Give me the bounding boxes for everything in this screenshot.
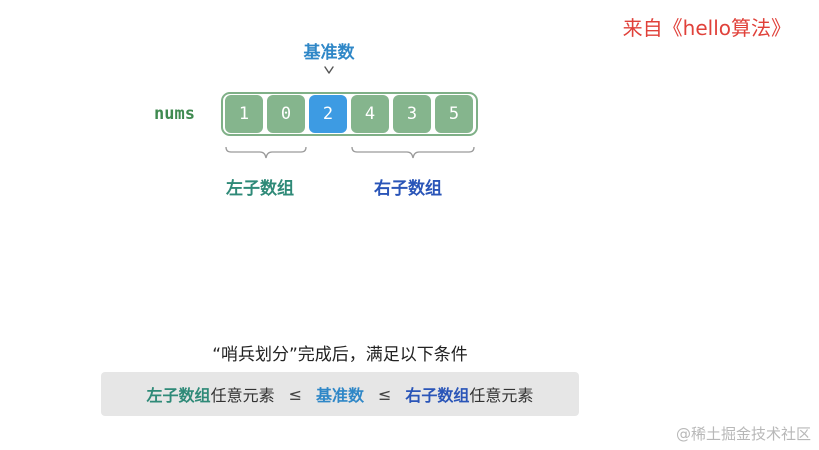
condition-pivot-keyword: 基准数 (315, 386, 364, 405)
right-subarray-label: 右子数组 (374, 179, 442, 199)
array-cell-pivot: 2 (309, 95, 347, 133)
array-cell: 3 (393, 95, 431, 133)
left-subarray-label: 左子数组 (226, 179, 294, 199)
right-brace-icon (351, 146, 475, 159)
condition-right-keyword: 右子数组 (405, 386, 470, 405)
condition-box: 左子数组 任意元素 ≤ 基准数 ≤ 右子数组 任意元素 (101, 372, 579, 416)
array-name: nums (154, 104, 195, 124)
leq-symbol: ≤ (288, 384, 302, 404)
source-label: 来自《hello算法》 (622, 16, 791, 40)
leq-symbol: ≤ (378, 384, 392, 404)
array-cell: 5 (435, 95, 473, 133)
array-cell: 1 (225, 95, 263, 133)
condition-left-text: 任意元素 (210, 386, 275, 405)
condition-left-keyword: 左子数组 (146, 386, 211, 405)
down-arrow-icon (324, 66, 334, 74)
pivot-label: 基准数 (303, 43, 355, 63)
array-cell: 4 (351, 95, 389, 133)
condition-right-text: 任意元素 (469, 386, 534, 405)
left-brace-icon (225, 146, 307, 159)
watermark: @稀土掘金技术社区 (675, 425, 811, 443)
caption: “哨兵划分”完成后，满足以下条件 (212, 345, 468, 365)
array-cell: 0 (267, 95, 305, 133)
